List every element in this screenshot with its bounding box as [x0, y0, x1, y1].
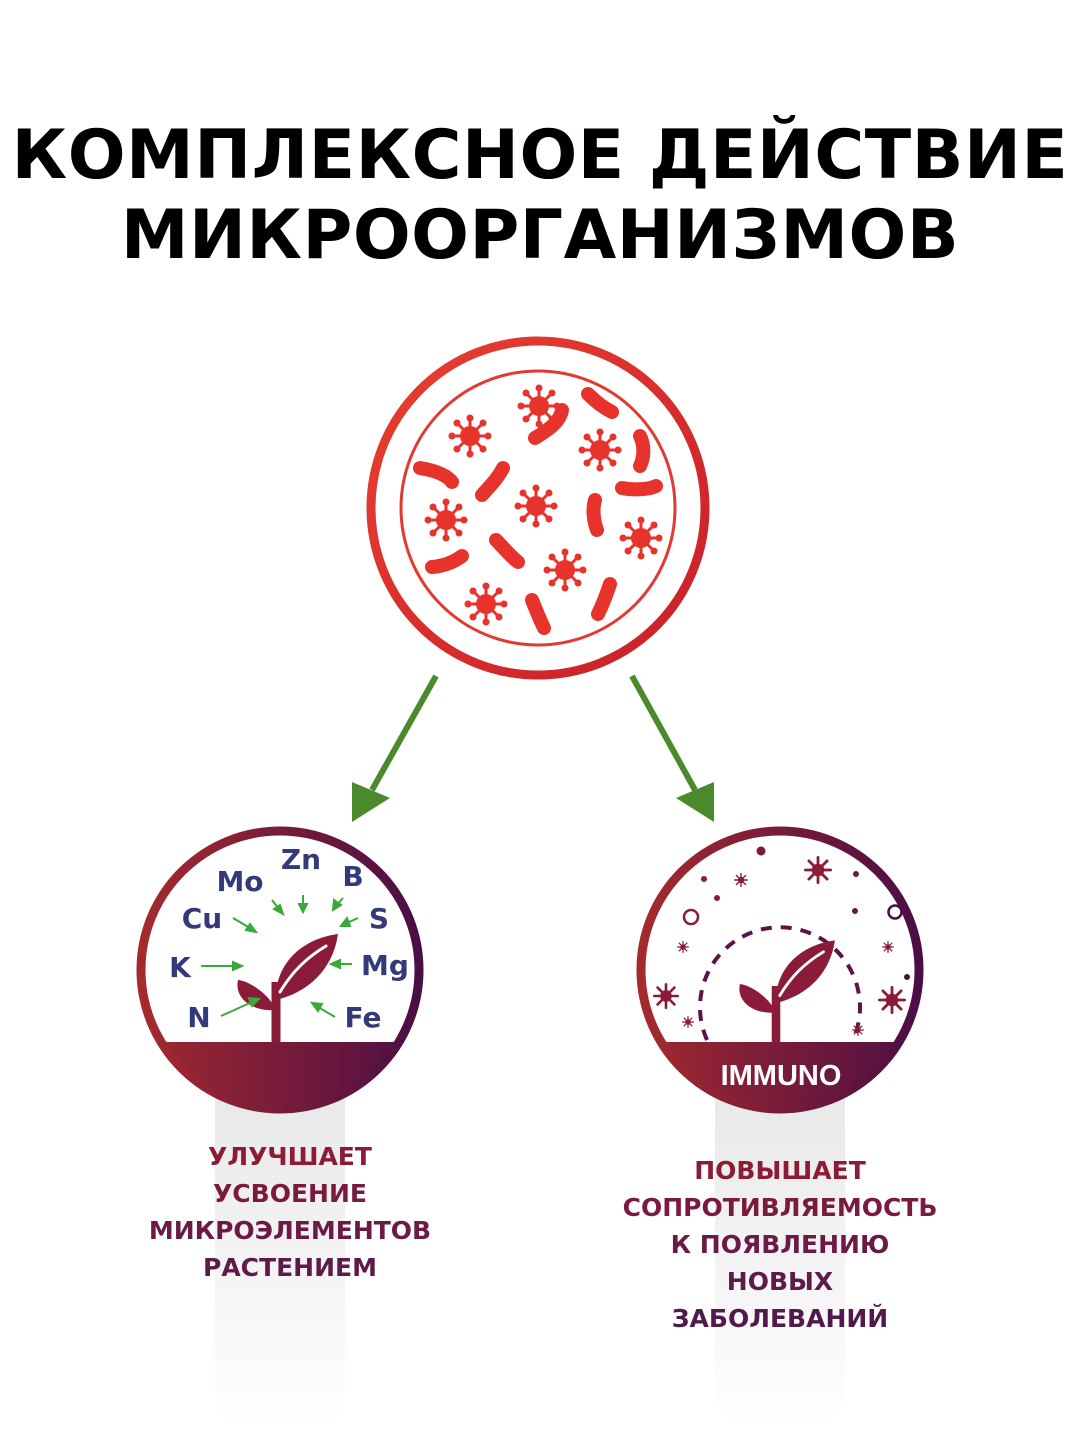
right-caption-line-1: ПОВЫШАЕТ: [694, 1156, 866, 1185]
right-caption-line-5: ЗАБОЛЕВАНИЙ: [671, 1304, 889, 1333]
element-n: N: [187, 1001, 210, 1034]
immuno-label: IMMUNO: [721, 1060, 842, 1092]
right-caption-line-2: СОПРОТИВЛЯЕМОСТЬ: [622, 1193, 938, 1222]
arrow-right: [629, 674, 714, 822]
arrow-left: [352, 674, 439, 822]
immunity-node: IMMUNO: [636, 826, 924, 1114]
right-caption: ПОВЫШАЕТ СОПРОТИВЛЯЕМОСТЬ К ПОЯВЛЕНИЮ НО…: [600, 1152, 960, 1337]
left-fade-bar: [215, 1060, 345, 1430]
left-caption: УЛУЧШАЕТ УСВОЕНИЕ МИКРОЭЛЕМЕНТОВ РАСТЕНИ…: [130, 1138, 450, 1286]
element-cu: Cu: [182, 902, 222, 935]
nutrient-arrows: [201, 895, 359, 1018]
left-caption-line-3: МИКРОЭЛЕМЕНТОВ: [148, 1216, 432, 1245]
element-s: S: [369, 902, 389, 935]
microorganisms-icon: [366, 336, 710, 680]
element-zn: Zn: [281, 843, 321, 876]
right-fade-bar: [715, 1060, 845, 1430]
right-caption-line-4: НОВЫХ: [726, 1267, 834, 1296]
element-fe: Fe: [345, 1001, 382, 1034]
pathogen-particles: [652, 846, 910, 1037]
plant-sprout-icon: [237, 934, 338, 1042]
nutrient-uptake-node: Mo Zn B Cu S K Mg N Fe: [136, 826, 424, 1114]
element-k: K: [169, 951, 192, 984]
immune-plant-icon: [739, 940, 835, 1043]
element-b: B: [342, 860, 363, 893]
left-caption-line-1: УЛУЧШАЕТ: [208, 1142, 372, 1171]
right-caption-line-3: К ПОЯВЛЕНИЮ: [670, 1230, 890, 1259]
page-title-line-1: КОМПЛЕКСНОЕ ДЕЙСТВИЕ: [11, 116, 1069, 195]
left-caption-line-2: УСВОЕНИЕ: [213, 1179, 367, 1208]
element-mg: Mg: [361, 949, 409, 982]
element-mo: Mo: [216, 865, 263, 898]
protection-dashed-ring: [698, 925, 862, 1041]
page-title-line-2: МИКРООРГАНИЗМОВ: [120, 196, 960, 275]
left-caption-line-4: РАСТЕНИЕМ: [203, 1253, 377, 1282]
bacteria-group: [413, 387, 663, 635]
